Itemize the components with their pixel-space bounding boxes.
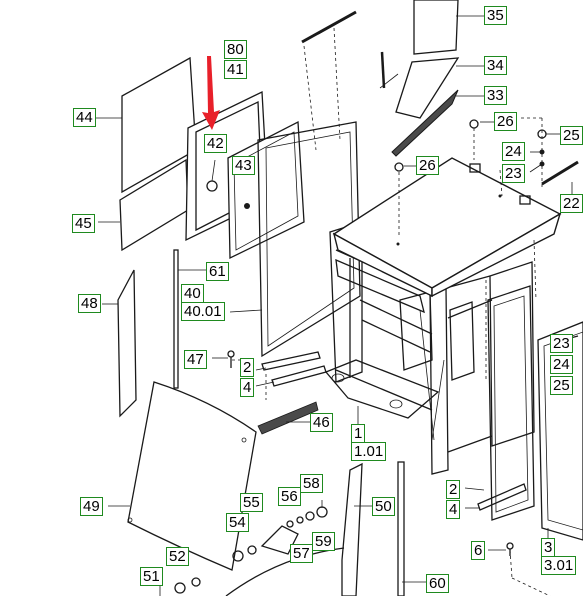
part-47-bolt xyxy=(227,350,235,358)
callout-45: 45 xyxy=(72,214,95,233)
callout-41: 41 xyxy=(224,60,247,79)
callout-54: 54 xyxy=(226,513,249,532)
part-51-wiper-arm xyxy=(225,547,345,596)
part-2-seal-strip xyxy=(261,351,321,371)
callout-52: 52 xyxy=(166,547,189,566)
callout-3: 3 xyxy=(541,538,556,557)
callout-48: 48 xyxy=(78,294,101,313)
callout-61: 61 xyxy=(206,262,229,281)
part-3-01-door-glass xyxy=(537,321,583,541)
part-50-glass-strip xyxy=(341,462,363,596)
callout-59: 59 xyxy=(312,532,335,551)
callout-1: 1 xyxy=(351,424,366,443)
callout-58: 58 xyxy=(300,474,323,493)
callout-33: 33 xyxy=(484,86,507,105)
part-26-bolt-2 xyxy=(394,162,404,172)
callout-4-left: 4 xyxy=(240,378,255,397)
part-4-strip-2 xyxy=(477,483,527,511)
part-26-bolt xyxy=(469,119,479,129)
part-46-mesh-strip xyxy=(257,401,319,435)
callout-40-01: 40.01 xyxy=(181,302,225,321)
callout-40: 40 xyxy=(181,284,204,303)
callout-50: 50 xyxy=(372,497,395,516)
cab-roof xyxy=(332,157,562,289)
callout-42: 42 xyxy=(204,134,227,153)
part-4-strip xyxy=(271,365,327,387)
part-6-bolt xyxy=(506,542,514,550)
callout-23-top: 23 xyxy=(502,164,525,183)
callout-46: 46 xyxy=(310,413,333,432)
callout-24-right: 24 xyxy=(550,355,573,374)
part-33-tread-panel xyxy=(391,89,459,157)
part-60-seal-strip xyxy=(397,461,405,596)
callout-35: 35 xyxy=(484,6,507,25)
callout-47: 47 xyxy=(184,350,207,369)
part-22-strut xyxy=(541,160,579,186)
part-54-washer xyxy=(232,550,244,562)
part-59-nut xyxy=(316,506,328,518)
callout-43: 43 xyxy=(232,156,255,175)
callout-24-top: 24 xyxy=(502,142,525,161)
callout-34: 34 xyxy=(484,56,507,75)
callout-49: 49 xyxy=(80,497,103,516)
pointer-arrow xyxy=(202,56,220,130)
callout-26-mid: 26 xyxy=(416,156,439,175)
callout-60: 60 xyxy=(426,574,449,593)
part-34-corner-glass xyxy=(395,57,460,119)
callout-55: 55 xyxy=(240,493,263,512)
callout-44: 44 xyxy=(73,108,96,127)
callout-1-01: 1.01 xyxy=(351,442,387,461)
part-48-side-glass xyxy=(117,269,137,418)
part-43-door-glass-inner xyxy=(233,131,299,251)
part-61-seal-strip xyxy=(173,249,179,389)
part-57-bracket xyxy=(260,525,299,555)
callout-3-01: 3.01 xyxy=(541,556,577,575)
callout-57: 57 xyxy=(290,544,313,563)
part-58-nut xyxy=(305,511,315,521)
rod-vertical xyxy=(380,51,386,89)
callout-22: 22 xyxy=(560,194,583,213)
callout-51: 51 xyxy=(140,567,163,586)
callout-4-right: 4 xyxy=(446,500,461,519)
part-3-door-frame xyxy=(487,285,535,521)
callout-25-right: 25 xyxy=(550,376,573,395)
part-35-rear-glass xyxy=(413,0,459,55)
callout-2-left: 2 xyxy=(240,358,255,377)
part-40-door-frame xyxy=(257,121,361,358)
part-52-washer xyxy=(174,582,186,594)
callout-2-right: 2 xyxy=(446,480,461,499)
callout-6: 6 xyxy=(471,541,486,560)
part-49-windshield xyxy=(127,381,257,571)
callout-23-right: 23 xyxy=(550,334,573,353)
callout-80: 80 xyxy=(224,40,247,59)
floor-plate xyxy=(324,359,440,419)
callout-26-top: 26 xyxy=(494,112,517,131)
callout-25-top: 25 xyxy=(560,126,583,145)
callout-56: 56 xyxy=(278,487,301,506)
